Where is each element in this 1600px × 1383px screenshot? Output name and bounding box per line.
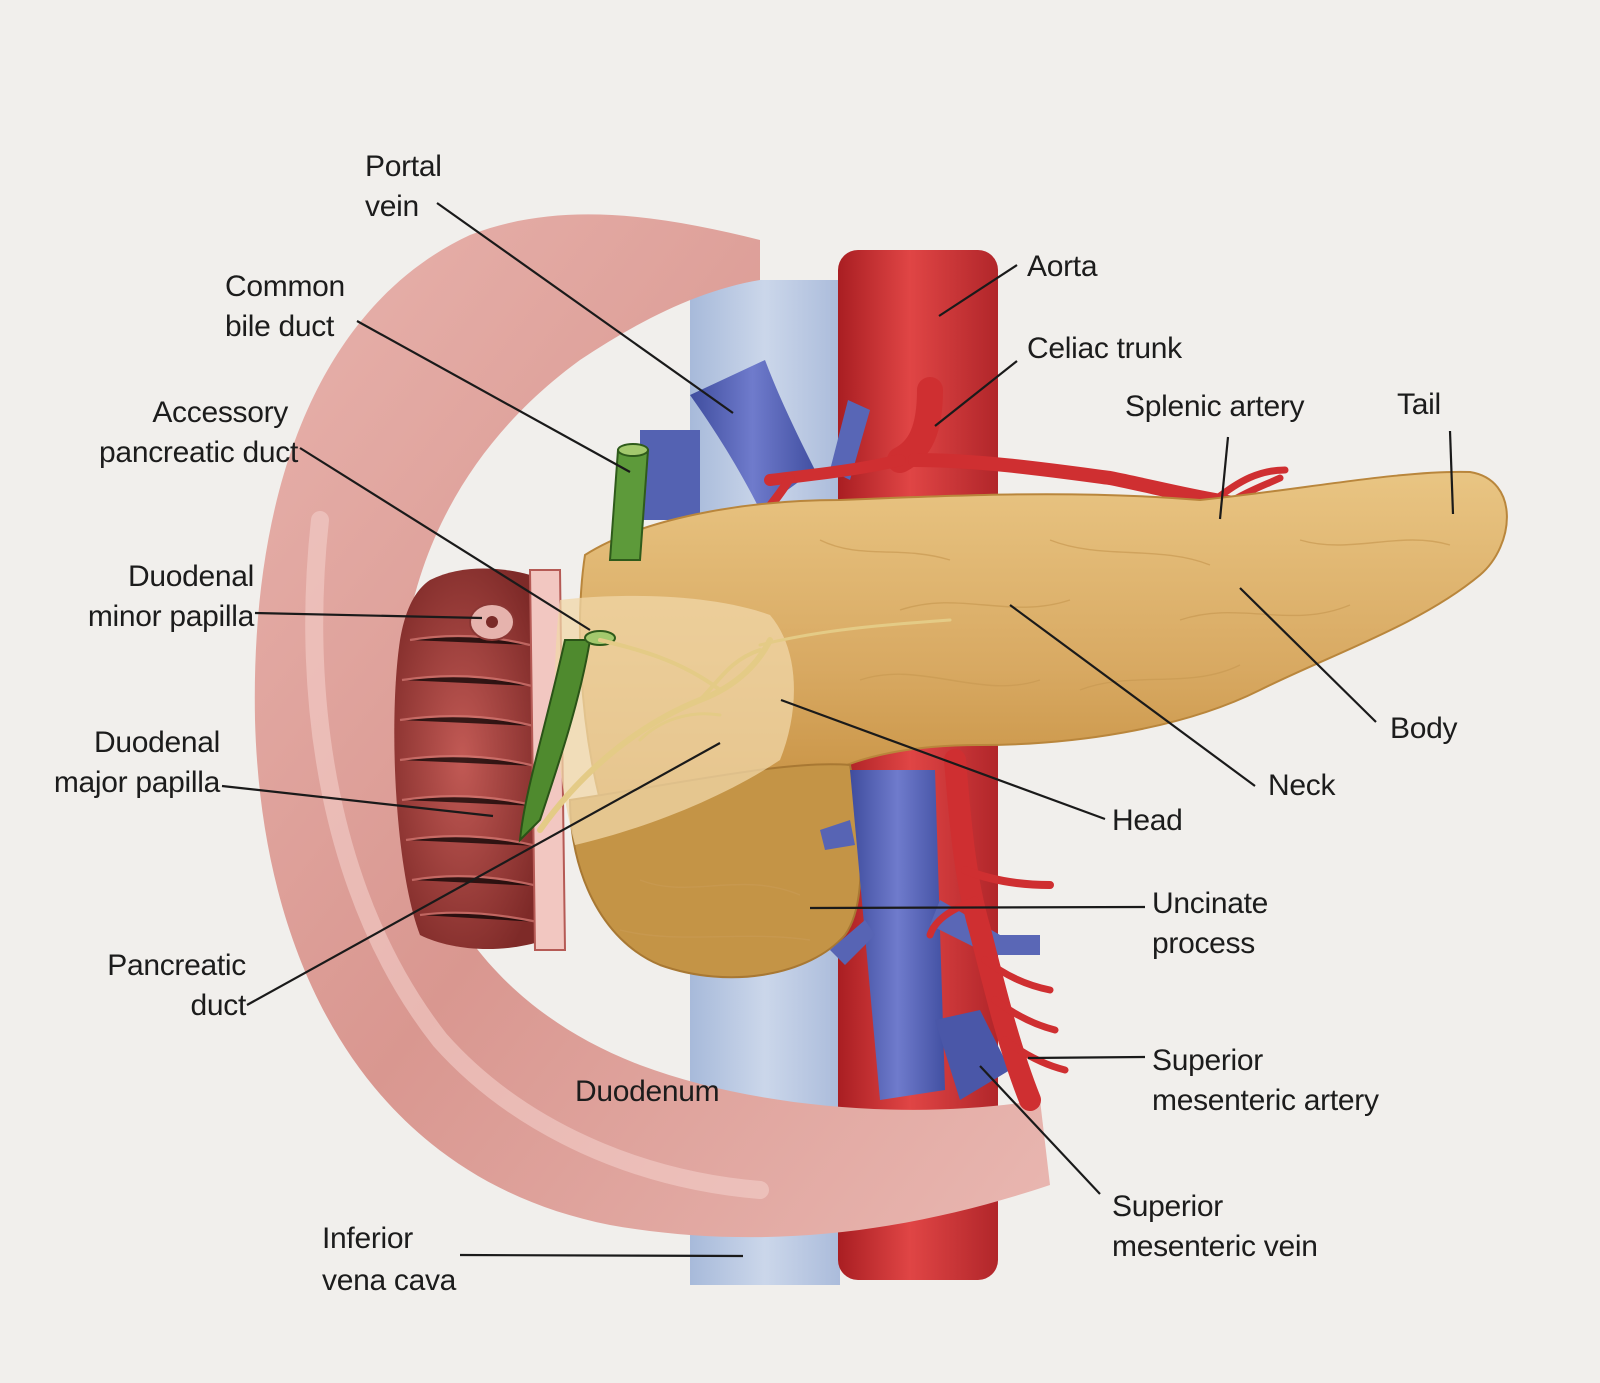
svg-text:Duodenal: Duodenal — [128, 560, 254, 593]
svg-text:Body: Body — [1390, 712, 1457, 745]
pancreas-lobules — [619, 539, 1451, 941]
label-splenic-artery: Splenic artery — [1125, 390, 1305, 423]
svg-text:Superior: Superior — [1112, 1190, 1223, 1223]
label-accessory-pancreatic-duct: Accessory pancreatic duct — [99, 396, 299, 469]
label-duodenal-major-papilla: Duodenal major papilla — [54, 726, 221, 799]
svg-text:Inferior: Inferior — [322, 1222, 413, 1255]
pancreatic-duct-network — [537, 618, 952, 833]
svg-text:Pancreatic: Pancreatic — [107, 949, 246, 982]
pancreas-head-translucent — [555, 595, 794, 845]
svg-text:Tail: Tail — [1397, 388, 1441, 421]
label-uncinate-process: Uncinate process — [1152, 887, 1268, 960]
label-inferior-vena-cava: Inferior vena cava — [322, 1222, 457, 1297]
svg-text:major papilla: major papilla — [54, 766, 221, 799]
label-aorta: Aorta — [1027, 250, 1098, 283]
label-common-bile-duct: Common bile duct — [225, 270, 345, 343]
portal-vein-trunk — [640, 430, 700, 520]
svg-text:Head: Head — [1112, 804, 1183, 837]
minor-papilla-structure — [469, 603, 515, 641]
svg-text:Celiac trunk: Celiac trunk — [1027, 332, 1183, 365]
duodenum-organ — [254, 214, 1050, 1238]
svg-text:mesenteric artery: mesenteric artery — [1152, 1084, 1379, 1117]
svg-text:duct: duct — [190, 989, 246, 1022]
label-superior-mesenteric-vein: Superior mesenteric vein — [1112, 1190, 1318, 1263]
portal-vein-branch — [830, 400, 870, 480]
label-tail: Tail — [1397, 388, 1441, 421]
svg-text:Duodenum: Duodenum — [575, 1075, 719, 1108]
common-bile-duct-tube — [518, 443, 650, 843]
label-body: Body — [1390, 712, 1458, 745]
duodenum-highlight — [305, 511, 769, 1199]
svg-text:vena cava: vena cava — [322, 1264, 457, 1297]
mucosal-folds — [399, 634, 539, 924]
label-neck: Neck — [1268, 769, 1337, 802]
svg-text:process: process — [1152, 927, 1255, 960]
label-portal-vein: Portal vein — [365, 150, 442, 223]
svg-text:Accessory: Accessory — [152, 396, 288, 429]
svg-text:Uncinate: Uncinate — [1152, 887, 1268, 920]
svg-text:Duodenal: Duodenal — [94, 726, 220, 759]
leader-lines — [221, 202, 1455, 1258]
svg-text:Neck: Neck — [1268, 769, 1336, 802]
svg-text:vein: vein — [365, 190, 419, 223]
svg-text:bile duct: bile duct — [225, 310, 335, 343]
label-duodenal-minor-papilla: Duodenal minor papilla — [88, 560, 255, 633]
svg-text:mesenteric vein: mesenteric vein — [1112, 1230, 1318, 1263]
svg-text:Superior: Superior — [1152, 1044, 1263, 1077]
svg-text:Splenic artery: Splenic artery — [1125, 390, 1305, 423]
label-celiac-trunk: Celiac trunk — [1027, 332, 1183, 365]
label-pancreatic-duct: Pancreatic duct — [107, 949, 247, 1022]
svg-text:minor papilla: minor papilla — [88, 600, 255, 633]
label-duodenum: Duodenum — [575, 1075, 720, 1108]
label-head: Head — [1112, 804, 1183, 837]
svg-text:Common: Common — [225, 270, 345, 303]
label-superior-mesenteric-artery: Superior mesenteric artery — [1152, 1044, 1379, 1117]
svg-text:pancreatic duct: pancreatic duct — [99, 436, 299, 469]
superior-mesenteric-vessels — [820, 749, 1069, 1111]
svg-text:Portal: Portal — [365, 150, 442, 183]
svg-text:Aorta: Aorta — [1027, 250, 1098, 283]
